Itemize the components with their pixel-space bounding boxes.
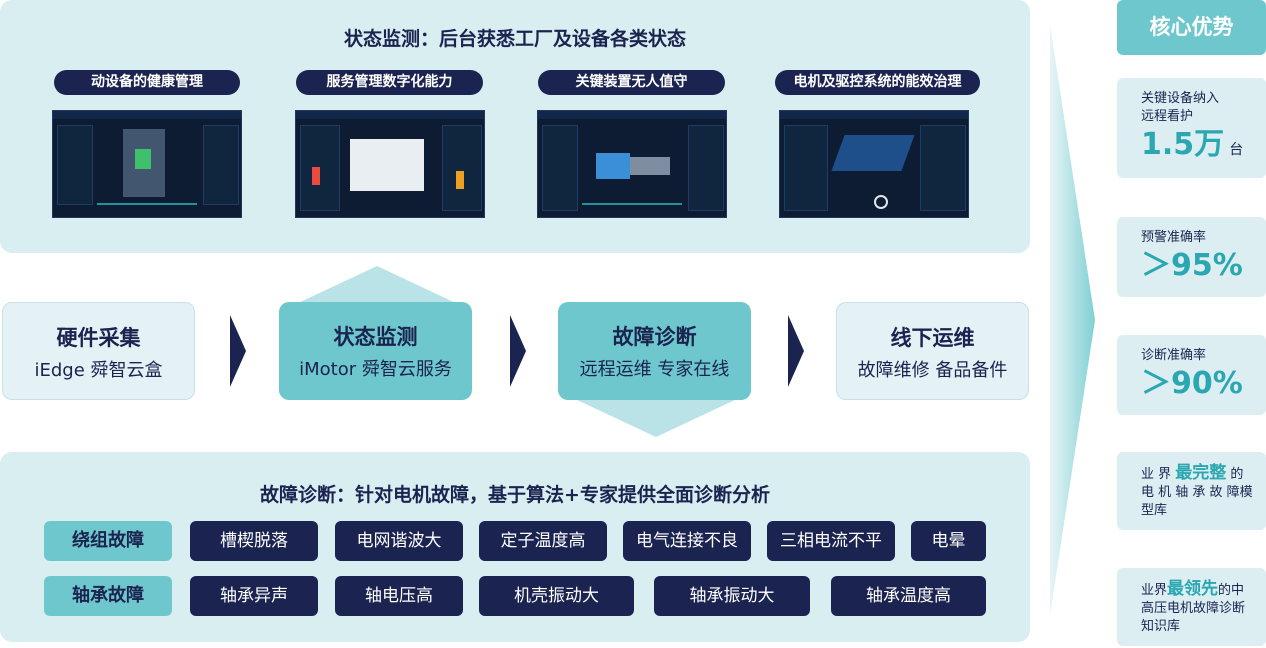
advantage-text: 的 电 机 轴 承 故 障模型库: [1141, 467, 1253, 518]
flow-step-title: 线下运维: [890, 326, 975, 350]
advantage-highlight: 最完整: [1175, 463, 1227, 483]
fault-tag: 机壳振动大: [479, 576, 634, 616]
advantage-card-devices: 关键设备纳入 远程看护 1.5万 台: [1117, 78, 1266, 178]
advantage-text: 的中高压电机故障诊断知识库: [1141, 583, 1246, 634]
advantage-card-knowledge-base: 业界最领先的中高压电机故障诊断知识库: [1117, 568, 1266, 646]
advantage-text: 关键设备纳入: [1141, 91, 1220, 106]
dashboard-screenshot: [52, 110, 242, 218]
advantage-value: ＞90%: [1141, 366, 1243, 401]
feature-pill: 电机及驱控系统的能效治理: [775, 70, 980, 95]
chevron-right-icon: [230, 315, 246, 387]
feature-pill: 关键装置无人值守: [538, 70, 725, 95]
fault-tag: 槽楔脱落: [190, 521, 318, 561]
flow-step-title: 故障诊断: [612, 325, 697, 349]
fault-tag: 轴承异声: [190, 576, 318, 616]
advantage-label: 预警准确率: [1141, 230, 1207, 245]
chevron-right-icon: [510, 315, 526, 387]
advantage-text: 业界: [1141, 583, 1168, 598]
fault-tag: 轴承振动大: [654, 576, 810, 616]
connector-up-triangle: [296, 266, 458, 304]
advantage-card-model-library: 业 界 最完整 的 电 机 轴 承 故 障模型库: [1117, 452, 1266, 530]
chevron-right-icon: [788, 315, 804, 387]
fault-tag: 三相电流不平: [767, 521, 895, 561]
flow-arrow-graphic: [1050, 25, 1095, 615]
advantage-text: 远程看护: [1141, 109, 1194, 124]
advantage-card-diagnosis: 诊断准确率 ＞90%: [1117, 335, 1266, 415]
flow-step-subtitle: 远程运维 专家在线: [579, 359, 730, 380]
dashboard-screenshot: [295, 110, 485, 218]
fault-tag: 定子温度高: [479, 521, 607, 561]
dashboard-screenshot: [537, 110, 727, 218]
advantage-unit: 台: [1229, 142, 1244, 158]
monitoring-title: 状态监测：后台获悉工厂及设备各类状态: [343, 28, 686, 50]
feature-pill: 服务管理数字化能力: [296, 70, 483, 95]
fault-tag: 轴承温度高: [831, 576, 986, 616]
flow-step-maintenance: 线下运维 故障维修 备品备件: [836, 302, 1029, 400]
advantage-highlight: 最领先: [1167, 579, 1219, 599]
flow-step-diagnosis: 故障诊断 远程运维 专家在线: [558, 302, 751, 400]
connector-down-triangle: [575, 399, 737, 437]
fault-tag: 电网谐波大: [335, 521, 463, 561]
fault-category-winding: 绕组故障: [44, 521, 172, 561]
advantage-label: 诊断准确率: [1141, 348, 1207, 363]
fault-tag: 电晕: [911, 521, 986, 561]
feature-pill: 动设备的健康管理: [54, 70, 240, 95]
flow-step-title: 状态监测: [333, 325, 418, 349]
flow-step-monitoring: 状态监测 iMotor 舜智云服务: [279, 302, 472, 400]
flow-step-title: 硬件采集: [56, 326, 141, 350]
dashboard-screenshot: [779, 110, 969, 218]
advantage-value: ＞95%: [1141, 248, 1243, 283]
advantages-title: 核心优势: [1117, 0, 1266, 55]
diagnosis-title: 故障诊断：针对电机故障，基于算法+专家提供全面诊断分析: [260, 484, 770, 506]
fault-category-bearing: 轴承故障: [44, 576, 172, 616]
advantage-value: 1.5万: [1141, 127, 1225, 162]
flow-step-subtitle: 故障维修 备品备件: [857, 360, 1008, 381]
fault-tag: 电气连接不良: [623, 521, 751, 561]
flow-step-subtitle: iMotor 舜智云服务: [299, 359, 452, 380]
flow-step-subtitle: iEdge 舜智云盒: [34, 360, 163, 381]
fault-tag: 轴电压高: [335, 576, 463, 616]
advantage-text: 业 界: [1141, 467, 1172, 482]
flow-step-hardware: 硬件采集 iEdge 舜智云盒: [2, 302, 195, 400]
advantage-card-warning: 预警准确率 ＞95%: [1117, 217, 1266, 297]
